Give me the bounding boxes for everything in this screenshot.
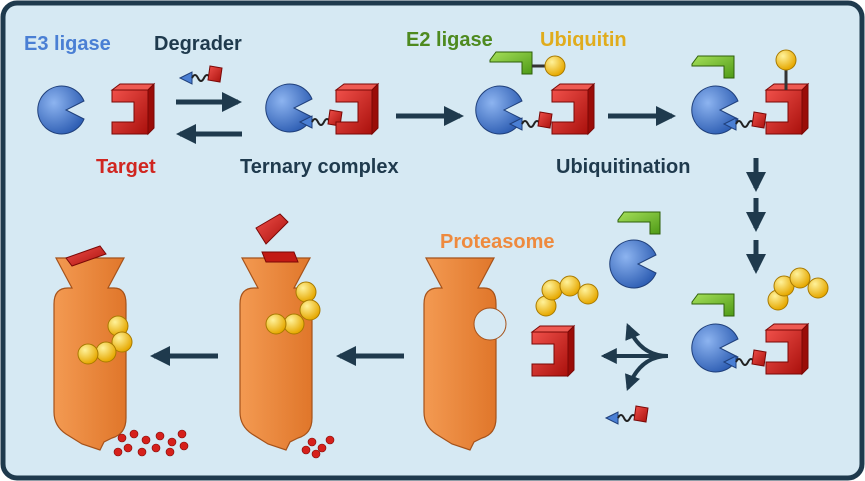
label-ubiquitination: Ubiquitination	[556, 156, 690, 178]
proteasome-icon	[423, 257, 507, 451]
label-e2-ligase: E2 ligase	[406, 29, 493, 51]
peptide-fragments-icon	[301, 435, 335, 459]
label-target: Target	[96, 156, 156, 178]
dissociation-arrows	[600, 323, 669, 391]
label-e3-ligase: E3 ligase	[24, 33, 111, 55]
ubiquitinated-complex-icon	[691, 49, 809, 135]
label-ternary-complex: Ternary complex	[240, 156, 399, 178]
label-ubiquitin: Ubiquitin	[540, 29, 627, 51]
label-proteasome: Proteasome	[440, 231, 555, 253]
e2-complex-icon	[475, 51, 595, 135]
label-degrader: Degrader	[154, 33, 242, 55]
proteasome-loading-icon	[239, 213, 335, 459]
proteasome-degrading-icon	[53, 245, 189, 457]
